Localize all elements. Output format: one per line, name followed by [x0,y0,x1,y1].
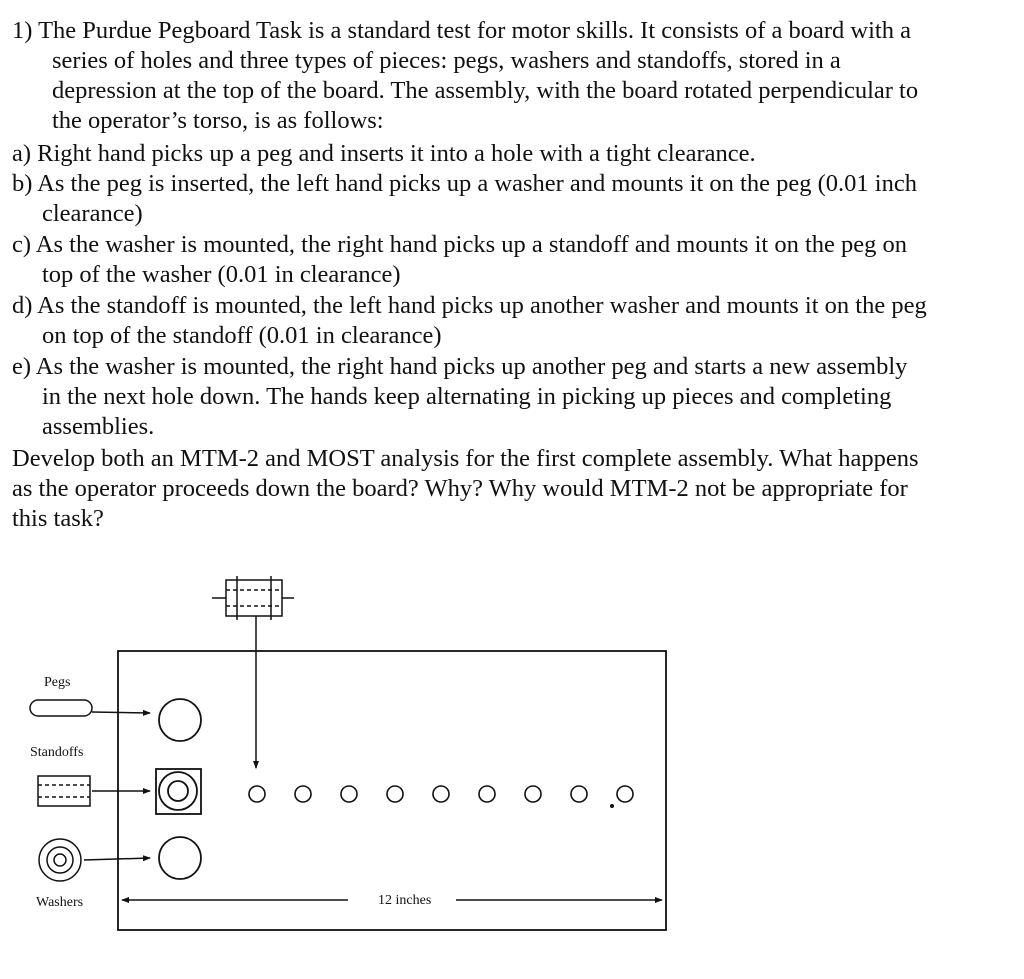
intro-line: the operator’s torso, is as follows: [52,107,384,134]
step-e-cont: in the next hole down. The hands keep al… [42,383,892,410]
peg-hole [340,785,358,803]
pegboard-diagram: Pegs Standoffs Washers 12 inches [29,576,667,931]
pegs-label: Pegs [44,675,70,690]
peg-hole [294,785,312,803]
step-c-cont: top of the washer (0.01 in clearance) [42,261,401,288]
hole-row [248,785,634,803]
peg-hole [616,785,634,803]
peg-arrow [91,709,151,716]
peg-hole [248,785,266,803]
washers-label: Washers [36,895,83,910]
washer-icon [38,838,82,882]
step-c: c) As the washer is mounted, the right h… [12,231,908,258]
peg-icon [29,699,93,717]
step-d-cont: on top of the standoff (0.01 in clearanc… [42,322,442,349]
assembly-icon [212,576,294,620]
standoff-well [155,768,202,815]
standoffs-label: Standoffs [30,745,83,760]
step-b-cont: clearance) [42,200,143,227]
peg-hole [570,785,588,803]
peg-hole [386,785,404,803]
intro-line: series of holes and three types of piece… [52,47,841,74]
closing-line: Develop both an MTM-2 and MOST analysis … [12,445,919,472]
intro-line: 1) The Purdue Pegboard Task is a standar… [12,17,911,44]
washer-well [158,836,202,880]
step-d: d) As the standoff is mounted, the left … [12,292,927,319]
peg-hole [524,785,542,803]
peg-well [158,698,202,742]
hole-marker-dot [610,804,614,808]
step-e: e) As the washer is mounted, the right h… [12,353,908,380]
step-b: b) As the peg is inserted, the left hand… [12,170,917,197]
closing-line: as the operator proceeds down the board?… [12,475,908,502]
peg-hole [432,785,450,803]
closing-line: this task? [12,505,104,532]
peg-hole [478,785,496,803]
dimension-label: 12 inches [378,893,431,908]
step-e-cont: assemblies. [42,413,155,440]
step-a: a) Right hand picks up a peg and inserts… [12,140,756,167]
intro-line: depression at the top of the board. The … [52,77,919,104]
washer-arrow [83,855,151,862]
standoff-icon [37,775,91,807]
